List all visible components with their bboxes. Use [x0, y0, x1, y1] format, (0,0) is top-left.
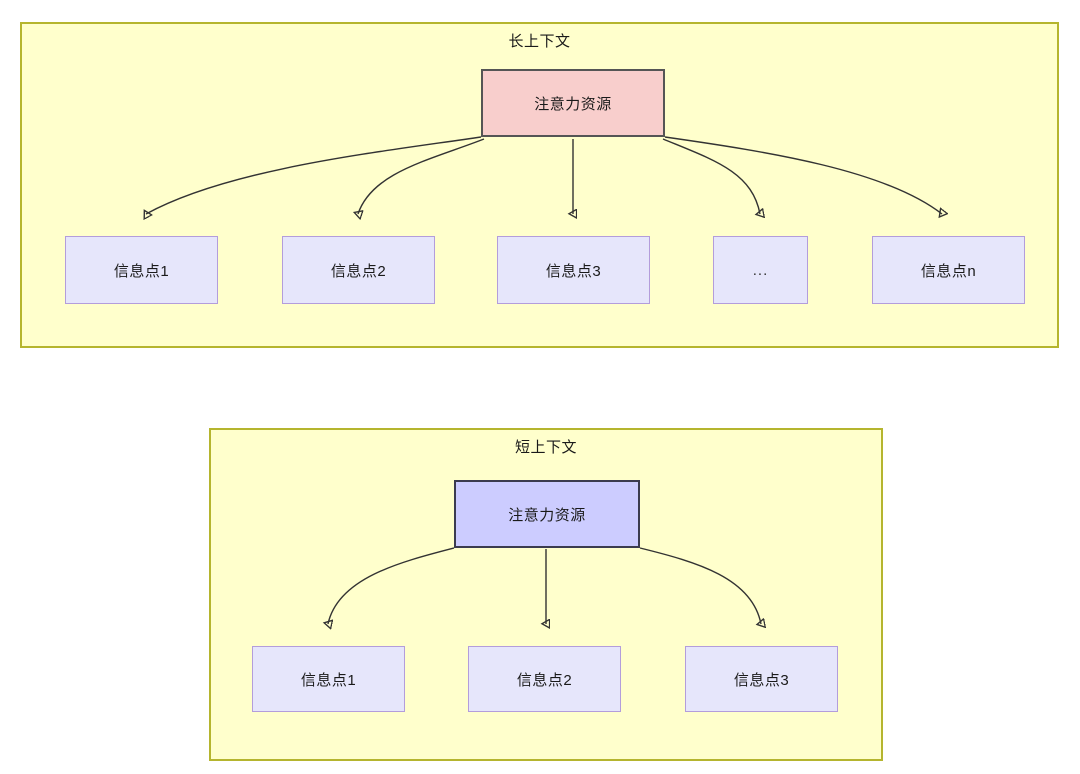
panel-short-context-title: 短上下文	[514, 439, 577, 456]
node-label: 注意力资源	[508, 506, 586, 524]
node-label: 信息点2	[330, 262, 387, 280]
node-info-point-3-short[interactable]: 信息点3	[685, 646, 838, 712]
node-label: ...	[752, 261, 769, 279]
node-info-point-1-long[interactable]: 信息点1	[65, 236, 218, 304]
node-info-point-3-long[interactable]: 信息点3	[497, 236, 650, 304]
node-label: 信息点3	[545, 262, 602, 280]
node-info-point-1-short[interactable]: 信息点1	[252, 646, 405, 712]
node-label: 信息点1	[300, 671, 357, 689]
node-info-point-ellipsis-long[interactable]: ...	[713, 236, 808, 304]
node-attention-resource-short[interactable]: 注意力资源	[454, 480, 640, 548]
node-label: 注意力资源	[534, 95, 612, 113]
node-info-point-n-long[interactable]: 信息点n	[872, 236, 1025, 304]
node-label: 信息点n	[920, 262, 977, 280]
node-info-point-2-short[interactable]: 信息点2	[468, 646, 621, 712]
node-label: 信息点1	[113, 262, 170, 280]
node-info-point-2-long[interactable]: 信息点2	[282, 236, 435, 304]
node-label: 信息点3	[733, 671, 790, 689]
panel-long-context-title: 长上下文	[508, 33, 571, 50]
node-attention-resource-long[interactable]: 注意力资源	[481, 69, 665, 137]
node-label: 信息点2	[516, 671, 573, 689]
